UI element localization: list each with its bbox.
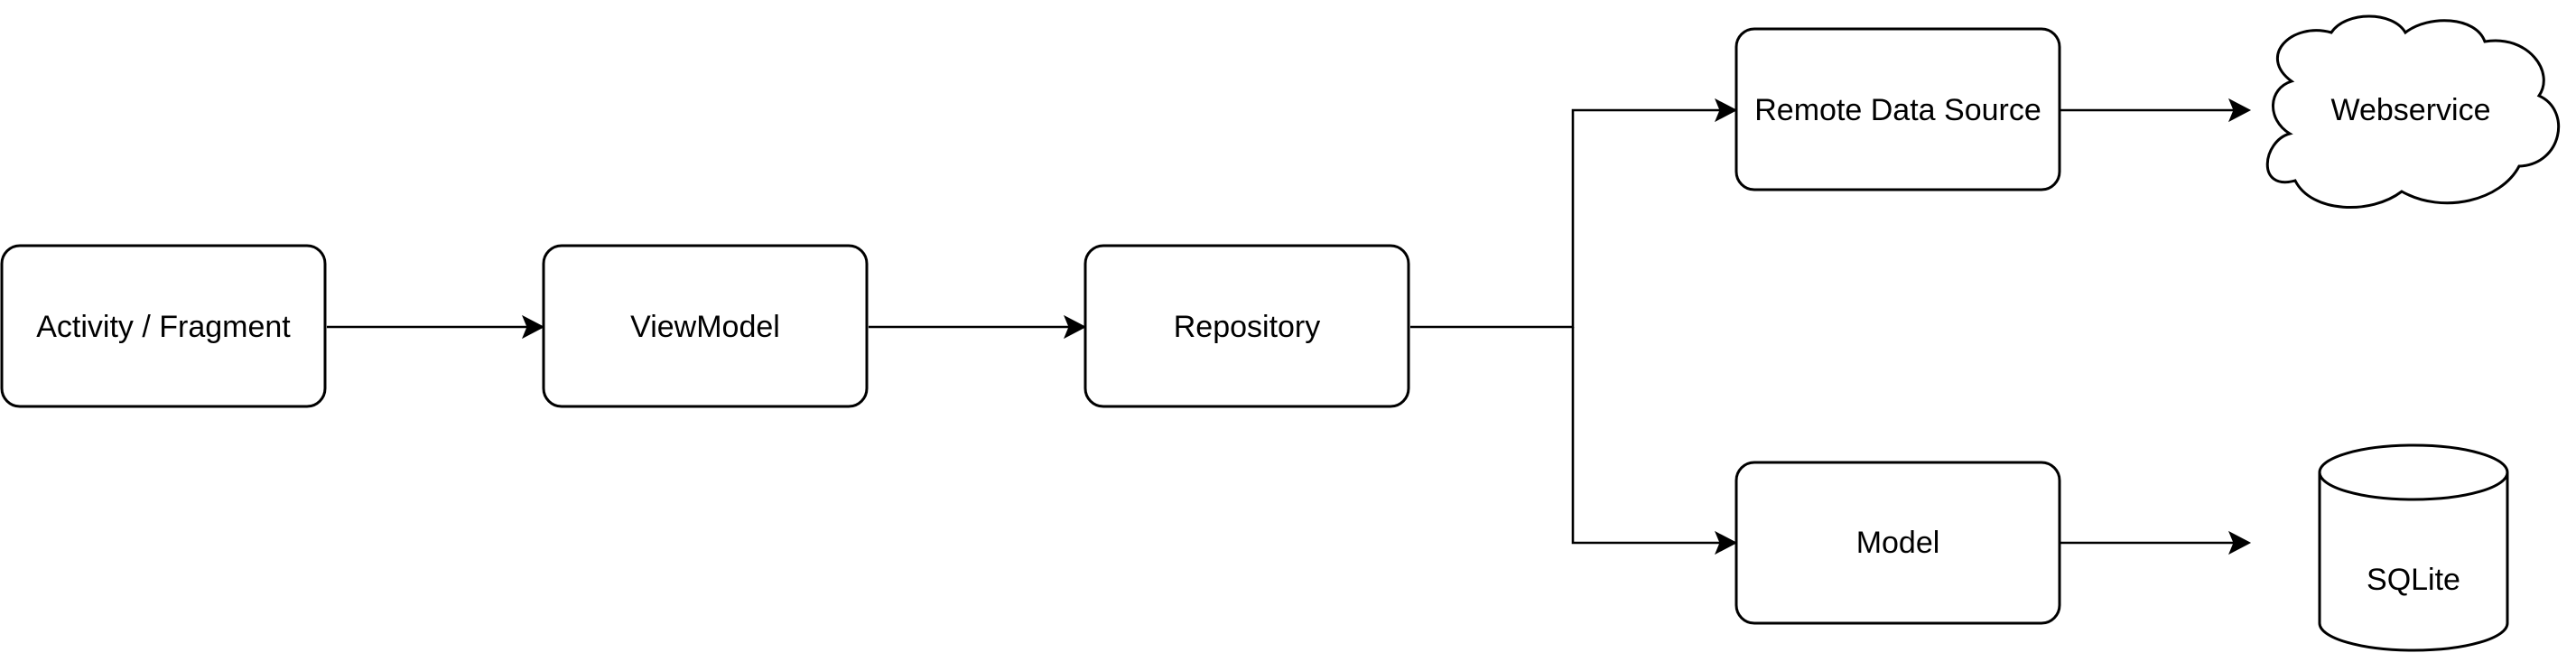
- edge-repository-to-model: [1571, 327, 1738, 555]
- node-remote-data-source-label: Remote Data Source: [1754, 93, 2041, 127]
- edge-remote-data-source-to-webservice: [2060, 98, 2252, 123]
- node-model: Model: [1734, 461, 2061, 625]
- node-activity-fragment-label: Activity / Fragment: [36, 310, 291, 344]
- edge-viewmodel-to-repository: [869, 314, 1087, 340]
- cylinder-top: [2318, 443, 2509, 501]
- node-sqlite-label: SQLite: [2367, 563, 2460, 597]
- node-model-label: Model: [1856, 526, 1940, 560]
- node-viewmodel: ViewModel: [542, 244, 869, 408]
- node-activity-fragment: Activity / Fragment: [0, 244, 327, 408]
- cylinder-body: [2318, 472, 2509, 652]
- node-repository: Repository: [1083, 244, 1410, 408]
- node-repository-label: Repository: [1174, 310, 1321, 344]
- edge-model-to-sqlite: [2060, 530, 2252, 555]
- edge-activity-to-viewmodel: [327, 314, 545, 340]
- node-viewmodel-label: ViewModel: [630, 310, 780, 344]
- cloud-shape: [2265, 14, 2561, 210]
- edge-repository-to-remote-data-source: [1410, 98, 1738, 329]
- node-remote-data-source: Remote Data Source: [1734, 27, 2061, 191]
- node-webservice-label: Webservice: [2331, 93, 2491, 127]
- edges: [327, 98, 2252, 555]
- node-webservice: Webservice: [2265, 14, 2561, 210]
- node-sqlite: SQLite: [2318, 443, 2509, 652]
